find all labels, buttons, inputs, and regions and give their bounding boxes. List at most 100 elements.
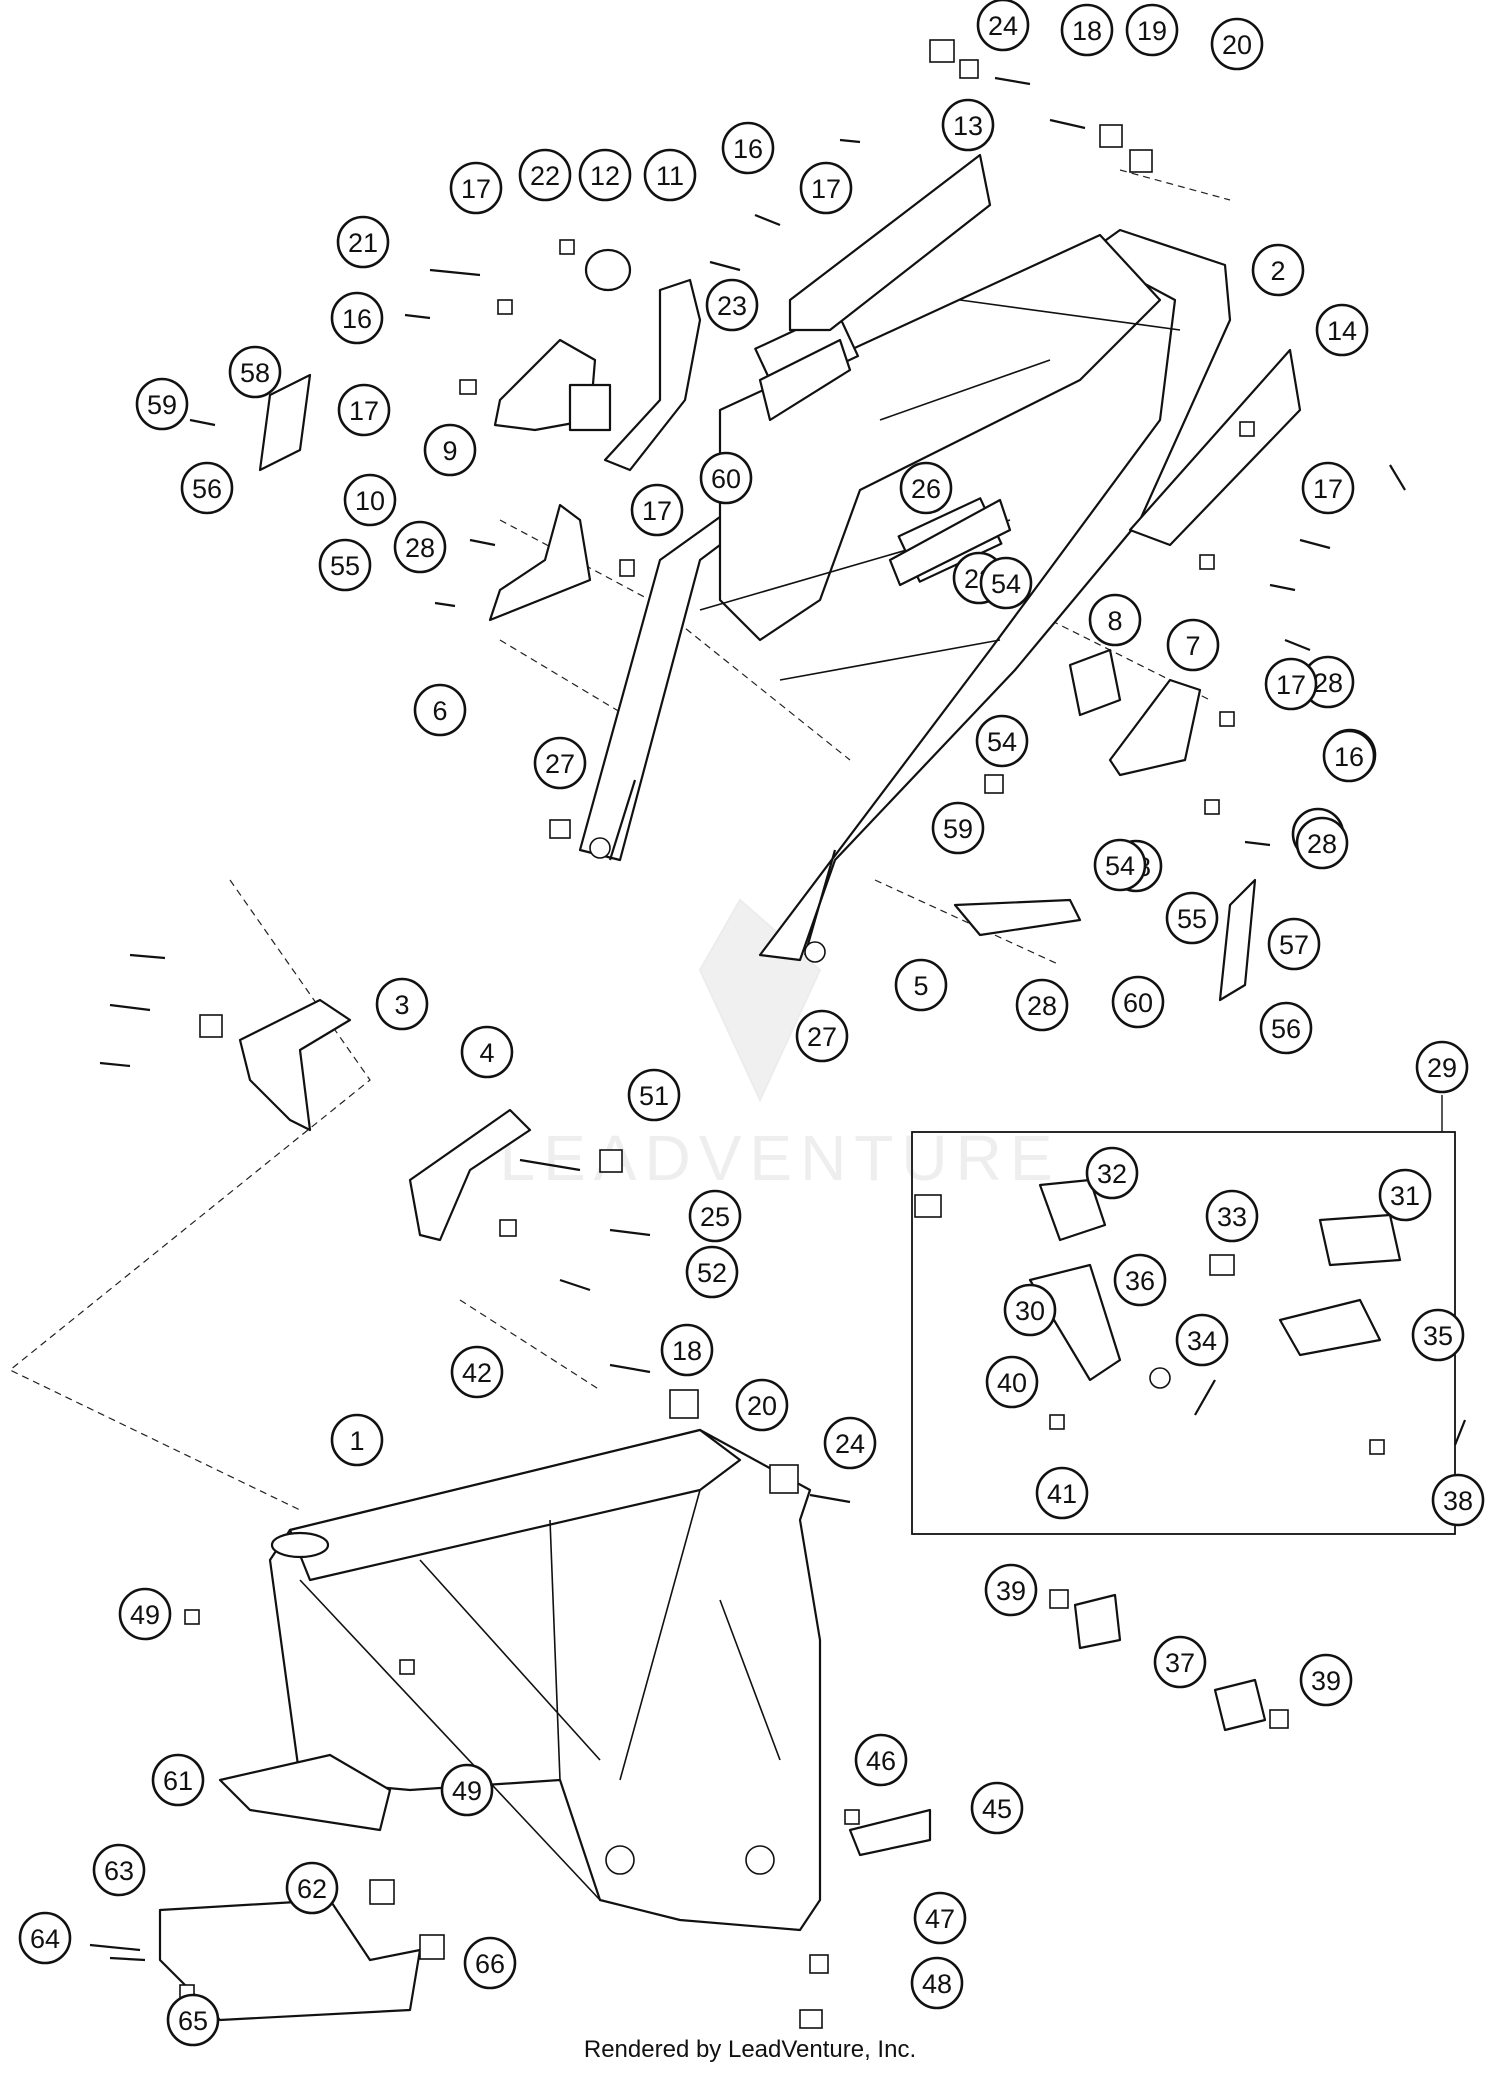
callout-label: 27 [807,1022,837,1052]
callout-label: 16 [342,304,372,334]
callout-label: 32 [1097,1159,1127,1189]
callout-circle [533,736,587,790]
callout-31: 31 [1378,1168,1432,1222]
bracket-4 [408,1108,532,1242]
callout-label: 7 [1185,631,1200,661]
callout-label: 46 [866,1746,896,1776]
callout-10: 10 [343,473,397,527]
callout-label: 2 [1270,256,1285,286]
callout-17: 17 [1301,461,1355,515]
callout-circle [463,1936,517,1990]
callout-label: 47 [925,1904,955,1934]
callout-1: 1 [330,1413,384,1467]
callout-30: 30 [1003,1283,1057,1337]
callout-label: 26 [911,474,941,504]
callout-4: 4 [460,1025,514,1079]
callout-label: 17 [349,396,379,426]
callout-25: 25 [688,1189,742,1243]
bracket-11 [603,278,702,472]
callout-circle [975,714,1029,768]
callout-label: 17 [461,174,491,204]
callout-label: 61 [163,1766,193,1796]
callout-label: 63 [104,1856,134,1886]
callout-circle [1166,618,1220,672]
callout-16: 16 [721,121,775,175]
callout-11: 11 [643,148,697,202]
callout-label: 16 [733,134,763,164]
callout-21: 21 [336,215,390,269]
callout-23: 23 [705,278,759,332]
callout-label: 49 [452,1776,482,1806]
callout-circle [1415,1040,1469,1094]
callout-circle [931,801,985,855]
callout-label: 54 [991,569,1021,599]
hardware [89,39,1467,2029]
callout-circle [330,291,384,345]
callout-66: 66 [463,1936,517,1990]
callout-circle [285,1861,339,1915]
callout-circle [337,383,391,437]
callout-label: 36 [1125,1266,1155,1296]
callout-65: 65 [166,1993,220,2047]
callout-54: 54 [979,556,1033,610]
callout-label: 59 [147,390,177,420]
holder-37b [1213,1678,1267,1732]
callout-circle [450,1345,504,1399]
callout-label: 45 [982,1794,1012,1824]
callout-label: 9 [442,436,457,466]
callout-label: 66 [475,1949,505,1979]
callout-32: 32 [1085,1146,1139,1200]
rail-23-top [758,338,852,422]
callout-59: 59 [135,377,189,431]
guard-7 [1108,678,1202,777]
callout-29: 29 [1415,1040,1469,1094]
callout-17: 17 [799,161,853,215]
callout-label: 4 [479,1038,494,1068]
callout-circle [1431,1473,1485,1527]
callout-63: 63 [92,1843,146,1897]
callout-circle [721,121,775,175]
footpeg-36 [1028,1263,1122,1382]
callout-label: 62 [297,1874,327,1904]
callout-55: 55 [318,538,372,592]
callout-label: 48 [922,1969,952,1999]
callout-label: 18 [1072,16,1102,46]
callout-circle [660,1323,714,1377]
callout-label: 17 [1313,474,1343,504]
callout-label: 28 [405,533,435,563]
callout-label: 28 [1313,668,1343,698]
callout-circle [449,161,503,215]
callout-49: 49 [440,1763,494,1817]
callout-label: 59 [943,814,973,844]
rail-23-lower [888,498,1012,587]
callout-label: 14 [1327,316,1357,346]
callout-39: 39 [984,1563,1038,1617]
callout-17: 17 [449,161,503,215]
callout-circle [823,1416,877,1470]
callout-label: 39 [996,1576,1026,1606]
callout-62: 62 [285,1861,339,1915]
callout-label: 20 [747,1391,777,1421]
callout-label: 49 [130,1600,160,1630]
callout-label: 38 [1443,1486,1473,1516]
callout-58: 58 [228,345,282,399]
callout-circle [118,1587,172,1641]
callout-label: 60 [1123,988,1153,1018]
callout-3: 3 [375,977,429,1031]
callout-39: 39 [1299,1653,1353,1707]
callout-label: 29 [1427,1053,1457,1083]
callout-label: 10 [355,486,385,516]
callout-circle [1093,838,1147,892]
callout-circle [1259,1001,1313,1055]
callout-circle [336,215,390,269]
callout-label: 28 [1027,991,1057,1021]
callout-label: 17 [642,496,672,526]
callout-label: 34 [1187,1326,1217,1356]
callout-label: 11 [656,161,684,191]
callout-56: 56 [1259,1001,1313,1055]
callout-label: 22 [530,161,560,191]
skid-plate-63 [158,1898,422,2022]
